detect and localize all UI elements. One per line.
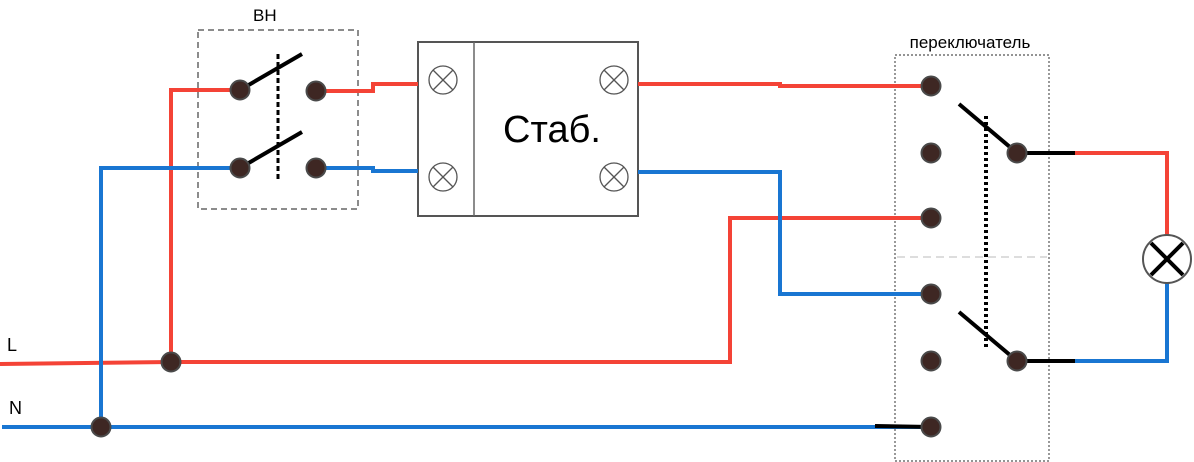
wire-l-to-breaker [169, 88, 240, 362]
stabilizer-terminal-out-n-icon [599, 162, 629, 192]
breaker-terminal-l-in [229, 79, 251, 101]
switch-terminal-3 [920, 207, 942, 229]
wire-switch-to-lamp-l [1075, 151, 1169, 236]
switch-common-top [1006, 142, 1028, 164]
breaker-terminal-n-out [305, 157, 327, 179]
switch-terminal-5 [920, 350, 942, 372]
switch-terminal-2 [920, 142, 942, 164]
stabilizer-label: Стаб. [503, 109, 601, 151]
line-label: L [7, 335, 17, 355]
stabilizer-terminal-in-l-icon [428, 65, 458, 95]
changeover-enclosure [894, 54, 1050, 462]
breaker-blade-top [238, 52, 304, 92]
changeover-label: переключатель [910, 33, 1031, 52]
breaker-terminal-n-in [229, 157, 251, 179]
wire-l-supply [0, 216, 931, 366]
stabilizer-body [417, 41, 639, 217]
wire-stab-out-l-to-switch [638, 82, 931, 88]
breaker-terminal-l-out [305, 80, 327, 102]
neutral-label: N [9, 398, 22, 418]
switch-common-bottom [1006, 350, 1028, 372]
switch-terminal-4 [920, 283, 942, 305]
wire-breaker-to-stab-l [316, 82, 418, 93]
switch-terminal-1 [920, 75, 942, 97]
breaker-blade-bottom [238, 130, 304, 170]
switch-terminal-6 [920, 416, 942, 438]
junction-n [90, 416, 112, 438]
wire-breaker-to-stab-n [316, 166, 418, 173]
breaker-enclosure [197, 29, 359, 210]
lamp-cross-icon [1142, 234, 1192, 284]
stabilizer: Стаб. [417, 41, 639, 217]
changeover-blade-bottom [957, 310, 1019, 363]
stabilizer-terminal-out-l-icon [599, 65, 629, 95]
stabilizer-terminal-in-n-icon [428, 162, 458, 192]
wire-stab-out-n-to-switch [638, 170, 931, 296]
junction-l [160, 351, 182, 373]
wire-n-to-breaker [99, 166, 240, 427]
breaker-label: ВН [253, 6, 277, 25]
wire-switch-to-lamp-n [1075, 283, 1169, 363]
